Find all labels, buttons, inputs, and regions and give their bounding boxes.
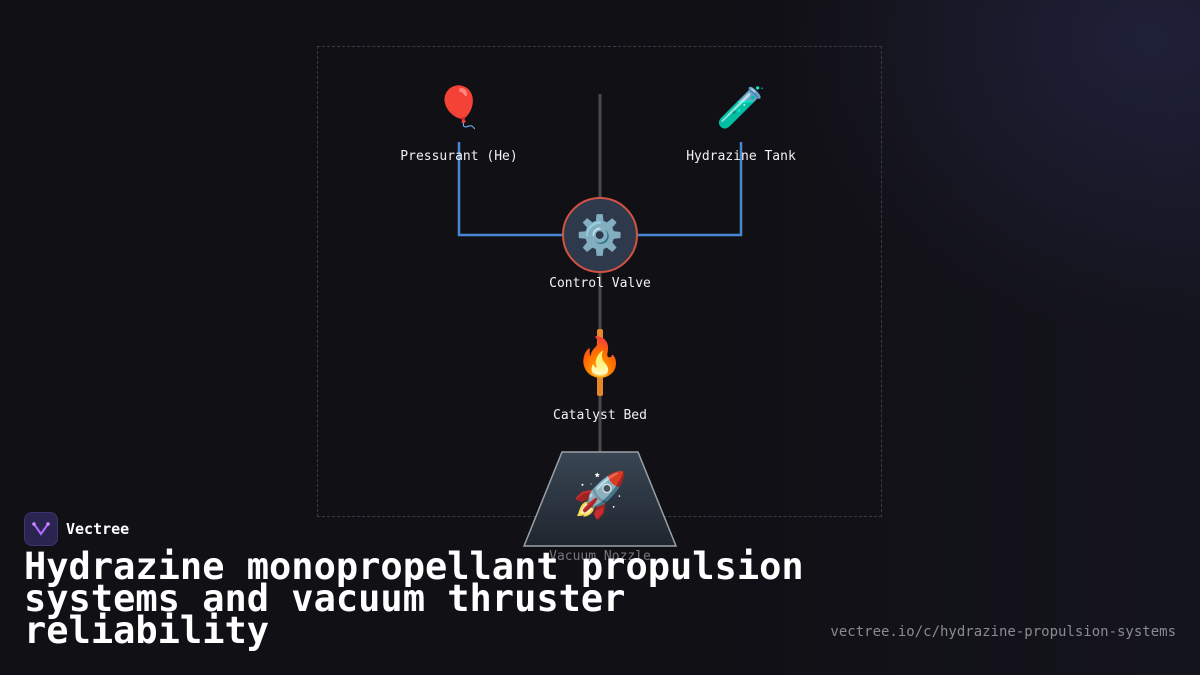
- catalyst-bed-label: Catalyst Bed: [553, 408, 647, 423]
- page-title: Hydrazine monopropellant propulsion syst…: [24, 545, 804, 652]
- test-tube-icon: 🧪: [716, 85, 766, 131]
- balloon-icon: 🎈: [434, 85, 484, 131]
- vectree-logo-icon: [24, 512, 58, 546]
- pressurant-feed-line: [457, 142, 564, 237]
- brand-name: Vectree: [66, 520, 130, 538]
- rocket-icon: 🚀: [572, 470, 628, 521]
- control-valve-label: Control Valve: [549, 276, 651, 291]
- hydrazine-tank-label: Hydrazine Tank: [686, 149, 796, 164]
- page-url: vectree.io/c/hydrazine-propulsion-system…: [830, 624, 1176, 640]
- fire-icon: 🔥: [576, 335, 624, 379]
- nozzle-shape: [522, 451, 678, 547]
- gear-icon: ⚙️: [576, 212, 624, 257]
- control-valve-node: ⚙️: [562, 197, 638, 273]
- vacuum-nozzle-label: Vacuum Nozzle: [549, 549, 651, 564]
- catalyst-bar: [597, 329, 603, 396]
- brand: Vectree: [24, 512, 129, 546]
- tank-feed-line: [636, 142, 743, 237]
- pressurant-label: Pressurant (He): [400, 149, 518, 164]
